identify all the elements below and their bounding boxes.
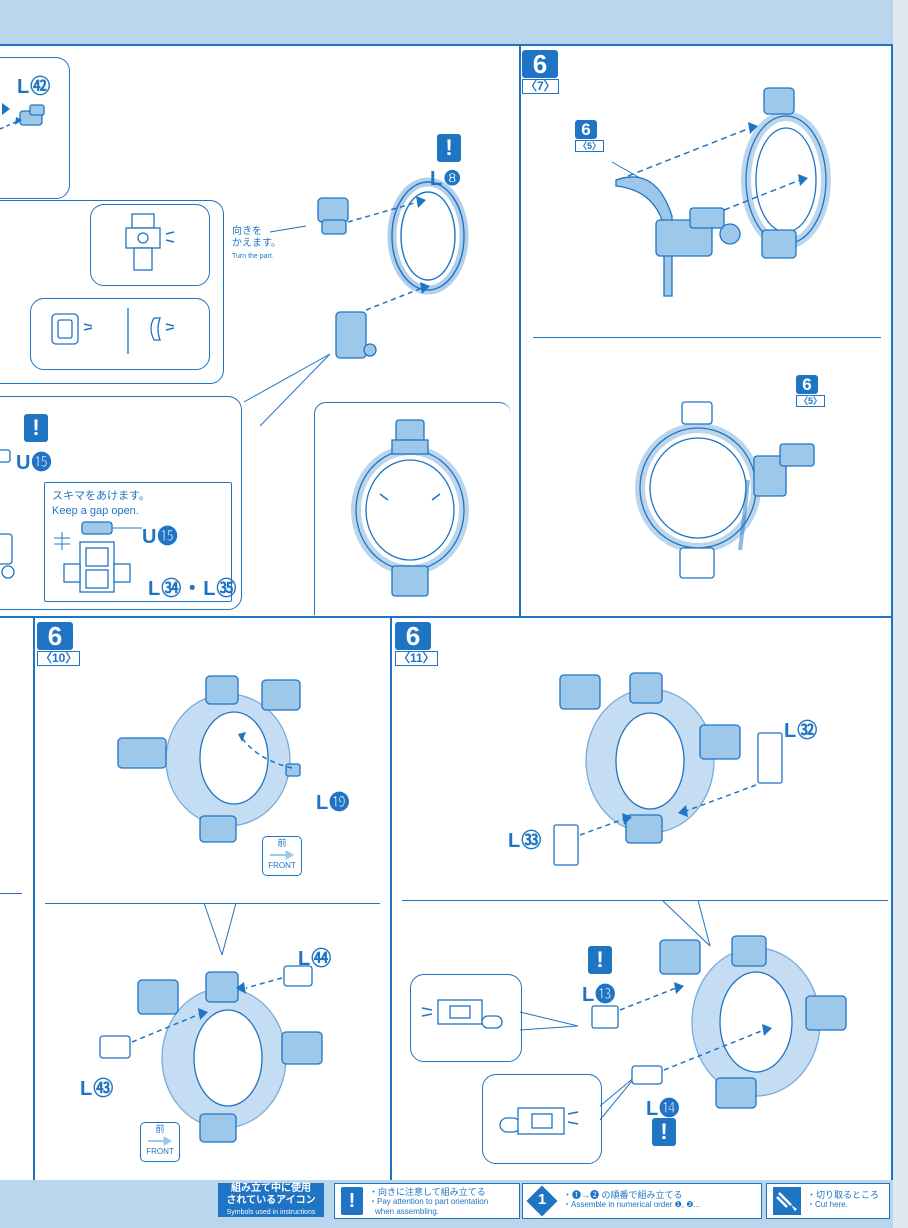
assembly-drawing-p11: [553, 672, 783, 866]
legend-order-en: ・Assemble in numerical order ❶, ❷...: [563, 1200, 701, 1209]
part-drawing-joint: [125, 213, 175, 271]
callout-wedge-p10: [203, 902, 237, 956]
part-detail-l13: [421, 999, 579, 1031]
result-drawing-p7: [635, 401, 815, 579]
detail-box-l42: [0, 57, 70, 199]
leader-line-turn: [269, 225, 307, 233]
part-label-l43: L㊸: [80, 1078, 115, 1100]
front-badge-p10-bottom: 前 FRONT: [140, 1122, 180, 1162]
detail-drawing-p10: [99, 965, 323, 1143]
step-sub-p7: 〈7〉: [522, 79, 559, 94]
legend-order-jp: ・❶→❷ の順番で組み立てる: [563, 1190, 683, 1200]
legend-cut: ・切り取るところ ・Cut here.: [766, 1183, 890, 1219]
legend-title: 組み立て中に使用 されているアイコン Symbols used in instr…: [218, 1183, 324, 1217]
part-drawing-u15-side: [0, 533, 15, 579]
detail-box-gap: [0, 396, 242, 610]
part-drawing-connector-front: [51, 308, 175, 354]
detail-drawing-p11: [591, 935, 847, 1109]
step-sub-p10: 〈10〉: [37, 651, 81, 666]
assembly-drawing-p7: [611, 87, 831, 297]
panel-divider-vertical-top: [519, 44, 521, 618]
completed-ring-drawing: [351, 419, 469, 597]
part-label-l14: L⓮: [646, 1098, 681, 1120]
part-label-l19: L⓳: [316, 792, 351, 814]
step-sub-p11: 〈11〉: [395, 651, 438, 666]
panel-divider-vertical-bottom-mid: [390, 616, 392, 1180]
icon-legend: 組み立て中に使用 されているアイコン Symbols used in instr…: [0, 1180, 893, 1220]
part-drawing-l42: [0, 103, 45, 130]
caution-icon-u15: !: [24, 414, 48, 442]
step-number-p7: 6: [522, 50, 558, 78]
ref-sub-p7-b: 〈5〉: [796, 395, 826, 407]
gap-note-en: Keep a gap open.: [52, 505, 139, 517]
gap-note-jp: スキマをあけます。: [52, 490, 150, 502]
part-label-l32: L㉜: [784, 720, 819, 742]
legend-orient-jp: ・向きに注意して組み立てる: [369, 1187, 486, 1197]
step-tag-p10: 6 〈10〉: [37, 622, 81, 666]
part-drawing-gap: [54, 521, 142, 593]
ring-assembly-drawing: [317, 177, 469, 359]
page-edge: [893, 0, 908, 1228]
ref-tag-p7-a: 6 〈5〉: [575, 120, 605, 152]
leader-line-callout: [243, 353, 331, 427]
panel-divider-inner-right: [533, 337, 881, 338]
legend-orient-en1: ・Pay attention to part orientation: [369, 1197, 489, 1206]
panel-border-top: [0, 44, 893, 46]
ref-step-p7-a: 6: [575, 120, 597, 139]
legend-orientation: ! ・向きに注意して組み立てる ・Pay attention to part o…: [334, 1183, 520, 1219]
panel-divider-inner-p11: [402, 900, 888, 901]
caution-icon-l13: !: [588, 946, 612, 974]
step-number-p10: 6: [37, 622, 73, 650]
panel-divider-vertical-bottom-left: [33, 616, 35, 1180]
part-label-l34-l35: L㉞・L㉟: [148, 578, 238, 600]
legend-cut-jp: ・切り取るところ: [807, 1190, 880, 1200]
detail-box-outline: [0, 200, 224, 384]
part-label-l33: L㉝: [508, 830, 543, 852]
ref-step-p7-b: 6: [796, 375, 818, 394]
part-label-l44: L㊹: [298, 948, 333, 970]
step-tag-p11: 6 〈11〉: [395, 622, 438, 666]
ref-tag-p7-b: 6 〈5〉: [796, 375, 826, 407]
step-number-p11: 6: [395, 622, 431, 650]
part-detail-l14: [499, 1075, 637, 1135]
part-label-u15-b: U⓯: [142, 526, 179, 548]
part-label-l13: L⓭: [582, 984, 617, 1006]
callout-wedge-p11: [661, 899, 711, 947]
legend-order: 1 ・❶→❷ の順番で組み立てる ・Assemble in numerical …: [522, 1183, 762, 1219]
panel-divider-inner-p10: [45, 903, 380, 904]
cutter-icon: [773, 1187, 801, 1215]
legend-cut-en: ・Cut here.: [807, 1200, 848, 1209]
turn-note-en: Turn the part.: [232, 253, 274, 260]
assembly-drawing-p10: [117, 675, 301, 843]
step-tag-p7: 6 〈7〉: [522, 50, 559, 94]
turn-note-jp2: かえます。: [232, 238, 281, 249]
front-badge-p10-top: 前 FRONT: [262, 836, 302, 876]
part-label-u15-a: U⓯: [16, 452, 53, 474]
caution-icon-legend: !: [341, 1187, 363, 1215]
legend-orient-en2: when assembling.: [375, 1207, 440, 1216]
panel-border-right: [891, 44, 893, 1180]
caution-icon-l14: !: [652, 1118, 676, 1146]
ref-sub-p7-a: 〈5〉: [575, 140, 605, 152]
part-drawing-u15-top: [0, 449, 11, 463]
part-label-l42: L㊷: [17, 76, 52, 98]
panel-divider-horizontal: [0, 616, 893, 618]
caution-icon-l8: !: [437, 134, 461, 162]
panel-divider-inner-left: [0, 893, 22, 894]
turn-note-jp1: 向きを: [232, 226, 262, 237]
